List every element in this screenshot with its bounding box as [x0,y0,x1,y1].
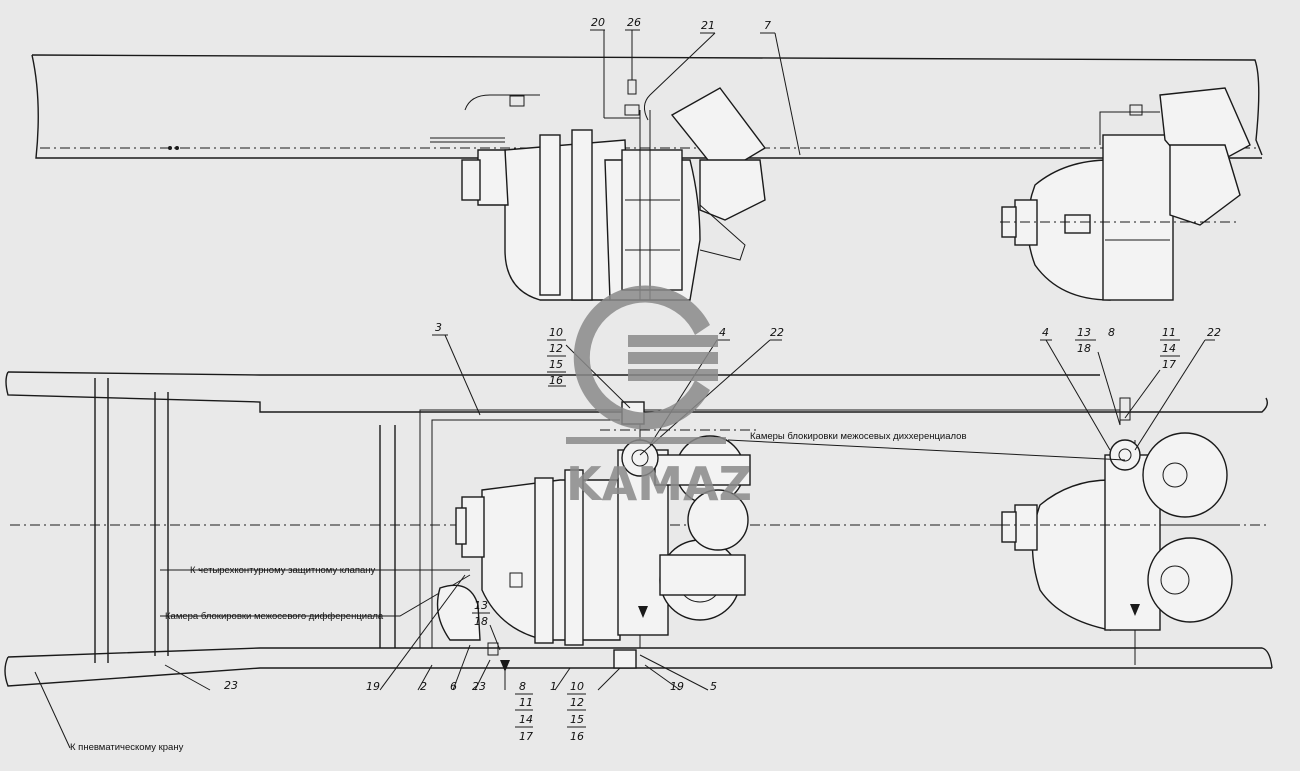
callout-1: 1 [550,680,557,693]
label-interaxle-chambers: Камеры блокировки межосевых диххеренциал… [750,431,967,442]
callout-stack-13-18: 13 18 [472,599,490,628]
bottom-callout-leaders [34,574,709,749]
upper-axle-gearbox-right [1000,87,1251,301]
callout-stack-item: 14 [519,713,533,726]
callout-21: 21 [701,19,715,32]
callout-stack-right-a: 13 18 [1075,326,1096,355]
callout-23-left: 23 [224,679,238,692]
callout-stack-item: 10 [549,326,563,339]
upper-frame-rail [31,54,1263,159]
callout-stack-item: 16 [549,374,563,387]
lower-axle-left [436,401,760,669]
label-lock-chamber: Камера блокировки межосевого дифференциа… [165,611,384,622]
top-callout-leaders [590,29,801,300]
callout-stack-item: 12 [549,342,563,355]
callout-stack-item: 13 [1077,326,1091,339]
callout-6: 6 [450,680,457,693]
lower-frame [4,371,1273,687]
callout-stack-item: 11 [1162,326,1176,339]
callout-stack-item: 17 [519,730,533,743]
callout-stack-10: 10 12 15 16 [567,680,586,743]
callout-7: 7 [764,19,771,32]
callout-3: 3 [435,321,442,334]
callout-23: 23 [472,680,486,693]
callout-stack-item: 15 [549,358,563,371]
callout-stack-item: 13 [474,599,488,612]
label-pneumatic-crane: К пневматическому крану [70,742,184,753]
callout-20: 20 [591,16,605,29]
callout-stack-item: 8 [519,680,526,693]
kamaz-watermark-logo: KAMAZ [566,285,752,511]
callout-stack-left: 10 12 15 16 [547,326,566,387]
callout-22-right: 22 [1207,326,1221,339]
callout-stack-item: 17 [1162,358,1176,371]
callout-stack-item: 16 [570,730,584,743]
logo-text: KAMAZ [566,457,752,511]
callout-stack-item: 10 [570,680,584,693]
upper-axle-gearbox-left [430,87,767,301]
callout-4-left: 4 [719,326,726,339]
callout-stack-item: 18 [474,615,488,628]
callout-stack-item: 14 [1162,342,1176,355]
callout-5: 5 [710,680,717,693]
callout-26: 26 [627,16,641,29]
callout-stack-item: 12 [570,696,584,709]
callout-stack-right-b: 11 14 17 [1160,326,1180,371]
callout-8-right: 8 [1108,326,1115,339]
lower-axle-right [1000,397,1240,631]
callout-2: 2 [420,680,427,693]
callout-22-left: 22 [770,326,784,339]
callout-stack-item: 11 [519,696,533,709]
callout-19-left: 19 [366,680,380,693]
callout-stack-item: 18 [1077,342,1091,355]
callout-stack-item: 15 [570,713,584,726]
label-four-circuit-valve: К четырехконтурному защитному клапану [190,565,376,576]
callout-stack-8: 8 11 14 17 [515,680,533,743]
callout-4-right: 4 [1042,326,1049,339]
callout-19: 19 [670,680,684,693]
